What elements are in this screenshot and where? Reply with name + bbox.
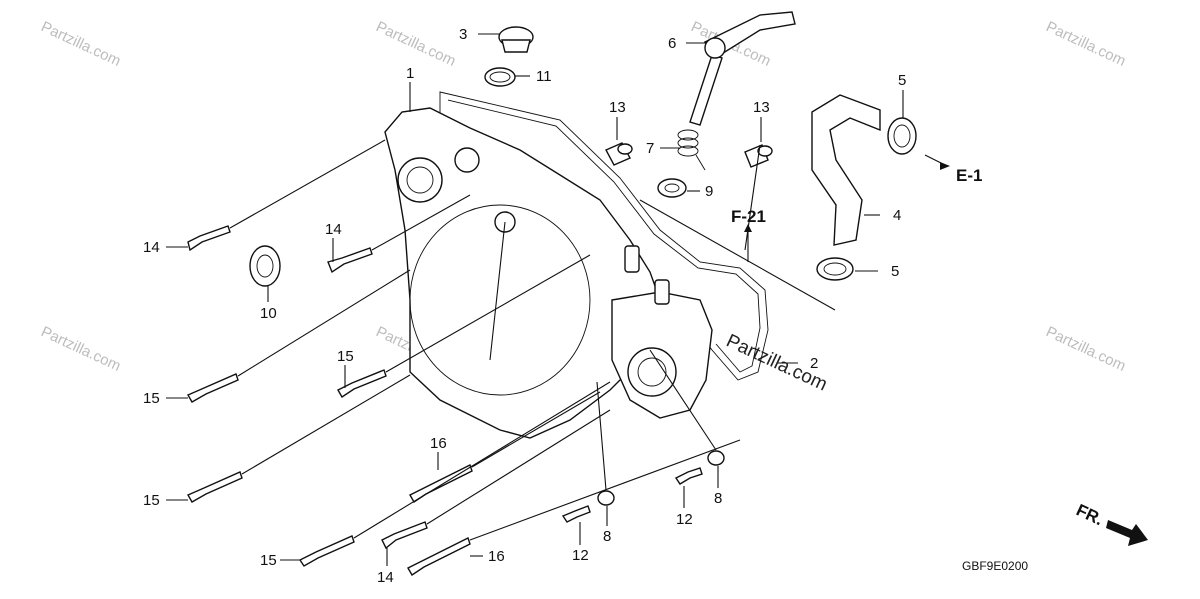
fr-label: FR. — [1073, 500, 1106, 529]
oil-seal — [249, 245, 281, 287]
o-ring — [484, 67, 516, 87]
dowel-pin — [744, 144, 773, 168]
oil-filler-boss — [454, 147, 480, 173]
callout-label: 13 — [609, 99, 626, 116]
front-direction-indicator: FR. — [1073, 500, 1148, 546]
hose-clamp — [816, 257, 854, 281]
pump-bore-inner — [637, 357, 667, 387]
water-hose — [811, 94, 881, 246]
callout-label: 3 — [459, 26, 467, 43]
oil-filler-cap — [498, 26, 534, 53]
callout-label: 14 — [377, 569, 394, 586]
bolt-15 — [187, 373, 239, 403]
watermark-text: Partzilla.com — [373, 18, 458, 70]
watermark-text: Partzilla.com — [1043, 323, 1128, 375]
bolt-12 — [674, 467, 703, 485]
watermark-text: Partzilla.com — [38, 18, 123, 70]
gasket-inner — [447, 99, 761, 373]
hose-clamp — [887, 117, 917, 155]
ref-e1-label: E-1 — [956, 166, 982, 185]
callout-label: 15 — [143, 390, 160, 407]
bolt-14 — [327, 247, 373, 274]
bolt-12 — [561, 505, 591, 523]
callout-label: 12 — [572, 547, 589, 564]
callout-label: 5 — [891, 263, 899, 280]
callout-label: 2 — [810, 355, 818, 372]
shaft-seal-inner — [664, 183, 680, 193]
bolt-16 — [407, 537, 471, 576]
callout-label: 7 — [646, 140, 654, 157]
pump-outlet-pipe — [654, 279, 670, 305]
callout-label: 8 — [603, 528, 611, 545]
callout-label: 16 — [430, 435, 447, 452]
bolt-15 — [337, 369, 387, 398]
callout-label: 1 — [406, 65, 414, 82]
callout-label: 15 — [337, 348, 354, 365]
callout-label: 4 — [893, 207, 901, 224]
callout-label: 15 — [143, 492, 160, 509]
callout-label: 16 — [488, 548, 505, 565]
callout-label: 14 — [143, 239, 160, 256]
callout-label: 5 — [898, 72, 906, 89]
cover-boss-bore — [406, 166, 434, 194]
watermark-text: Partzilla.com — [38, 323, 123, 375]
bolt-14 — [187, 225, 231, 252]
arrow-icon — [940, 162, 950, 170]
callout-label: 6 — [668, 35, 676, 52]
callout-label: 14 — [325, 221, 342, 238]
watermark-text: Partzilla.com — [1043, 18, 1128, 70]
arrow-icon — [744, 224, 752, 232]
kick-shaft-arm — [689, 11, 796, 126]
cover-dome — [409, 204, 591, 396]
bolt-15 — [187, 471, 243, 503]
cover-boss — [397, 157, 443, 203]
callout-label: 15 — [260, 552, 277, 569]
bolt-15 — [298, 535, 355, 567]
callouts: 1 2 3 4 5 5 6 7 8 8 9 10 11 12 12 13 13 … — [143, 26, 906, 586]
cover-dowel-pipe — [624, 245, 640, 273]
diagram-code: GBF9E0200 — [962, 559, 1028, 573]
dowel-pin — [605, 142, 633, 166]
washer-8 — [597, 490, 615, 506]
bolt-16 — [409, 464, 473, 503]
callout-label: 12 — [676, 511, 693, 528]
callout-label: 13 — [753, 99, 770, 116]
shaft-seal — [657, 178, 687, 198]
ref-f21-label: F-21 — [731, 207, 766, 226]
fr-arrow-icon — [1106, 520, 1148, 546]
o-ring-inner — [489, 71, 511, 83]
callout-leaders — [166, 33, 946, 566]
lead-lines — [229, 139, 836, 541]
callout-label: 10 — [260, 305, 277, 322]
callout-label: 11 — [536, 68, 552, 85]
washer-8 — [707, 450, 725, 466]
callout-label: 8 — [714, 490, 722, 507]
bolt-14 — [381, 521, 428, 550]
return-spring — [677, 129, 706, 171]
callout-label: 9 — [705, 183, 713, 200]
pump-impeller-bore — [627, 347, 677, 397]
